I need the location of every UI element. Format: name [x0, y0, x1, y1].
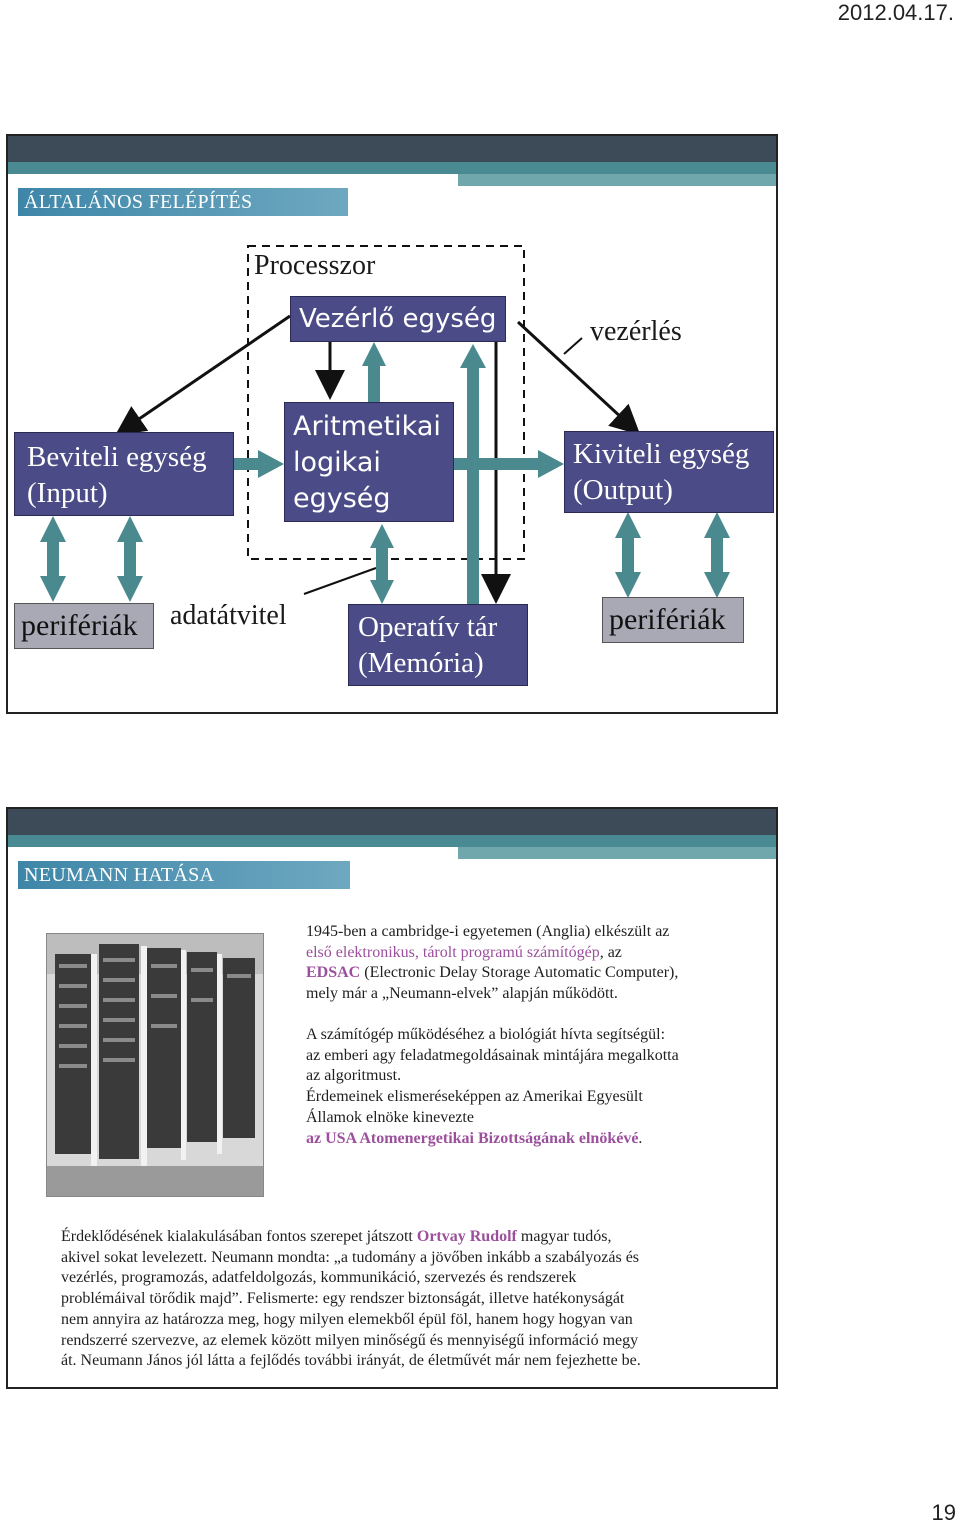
p1-line-4: mely már a „Neumann-elvek” alapján működ…	[306, 985, 618, 1003]
p1-line-3-rest: (Electronic Delay Storage Automatic Comp…	[360, 964, 679, 982]
atomic-commission-highlight: az USA Atomenergetikai Bizottságának eln…	[306, 1129, 639, 1147]
memory-line-2: (Memória)	[358, 647, 484, 679]
p1-line-2: első elektronikus, tárolt programú számí…	[306, 943, 766, 964]
output-unit-box: Kiviteli egység (Output)	[564, 431, 774, 513]
processor-label: Processzor	[254, 250, 376, 281]
input-unit-line-2: (Input)	[27, 477, 108, 509]
architecture-diagram-connectors	[40, 245, 730, 604]
control-label: vezérlés	[590, 316, 682, 347]
p3-line-2: akivel sokat levelezett. Neumann mondta:…	[61, 1248, 640, 1266]
ortvay-paragraph: Érdeklődésének kialakulásában fontos sze…	[61, 1227, 771, 1372]
control-arrow-to-output	[516, 320, 641, 436]
p3-line-1-a: Érdeklődésének kialakulásában fontos sze…	[61, 1228, 417, 1245]
peripherals-left-box: perifériák	[14, 603, 154, 649]
header-date: 2012.04.17.	[837, 0, 954, 25]
alu-line-2: logikai	[293, 447, 381, 478]
control-unit-box: Vezérlő egység	[290, 296, 506, 342]
p3-line-1-b: magyar tudós,	[516, 1228, 612, 1245]
slide-header-accent	[8, 162, 776, 174]
memory-box: Operatív tár (Memória)	[348, 604, 528, 686]
algorithm-paragraph: A számítógép működéséhez a biológiát hív…	[306, 1025, 766, 1149]
alu-box: Aritmetikai logikai egység	[284, 402, 454, 522]
slide-header-bar	[8, 809, 776, 835]
slide-header-accent-2	[458, 847, 776, 859]
slide-header-bar	[8, 136, 776, 162]
data-transfer-label-pointer	[303, 567, 377, 595]
p2-line-4: Érdemeinek elismeréseképpen az Amerikai …	[306, 1088, 643, 1106]
edsac-paragraph: 1945-ben a cambridge-i egyetemen (Anglia…	[306, 922, 766, 1005]
slide-general-structure: ÁLTALÁNOS FELÉPÍTÉS	[6, 134, 778, 714]
p3-line-3: vezérlés, programozás, adatfeldolgozás, …	[61, 1269, 577, 1287]
data-transfer-label: adatátvitel	[170, 600, 287, 631]
p1-line-2-rest: , az	[599, 943, 622, 961]
alu-line-1: Aritmetikai	[293, 411, 441, 442]
output-unit-line-1: Kiviteli egység	[573, 438, 750, 470]
p3-line-4: problémáival törődik majd”. Felismerte: …	[61, 1290, 625, 1308]
p3-line-5: nem annyira az határozza meg, hogy milye…	[61, 1310, 633, 1328]
output-unit-line-2: (Output)	[573, 474, 673, 506]
p2-line-3: az algoritmust.	[306, 1067, 402, 1085]
peripherals-right-box: perifériák	[602, 597, 744, 643]
p2-line-5: Államok elnöke kinevezte	[306, 1108, 474, 1126]
p2-line-6: az USA Atomenergetikai Bizottságának eln…	[306, 1129, 766, 1150]
p2-line-1: A számítógép működéséhez a biológiát hív…	[306, 1026, 666, 1043]
p3-line-7: át. Neumann János jól látta a fejlődés t…	[61, 1352, 641, 1370]
p1-line-3: EDSAC (Electronic Delay Storage Automati…	[306, 963, 766, 984]
slide-title: NEUMANN HATÁSA	[18, 861, 350, 889]
slide-header-accent	[8, 835, 776, 847]
p2-line-6-rest: .	[638, 1129, 643, 1147]
alu-line-3: egység	[293, 483, 391, 514]
edsac-photo-drawing	[47, 934, 263, 1196]
ortvay-highlight: Ortvay Rudolf	[416, 1228, 517, 1245]
control-arrow-to-input	[115, 314, 291, 436]
slide-neumann-impact: NEUMANN HATÁSA	[6, 807, 778, 1389]
control-label-pointer	[563, 337, 583, 355]
memory-line-1: Operatív tár	[358, 611, 498, 643]
p1-line-1: 1945-ben a cambridge-i egyetemen (Anglia…	[306, 923, 670, 940]
page-number: 19	[931, 1500, 956, 1525]
control-unit-label: Vezérlő egység	[299, 304, 497, 334]
p3-line-6: rendszerré szervezve, az elemek között m…	[61, 1331, 639, 1349]
slide-title: ÁLTALÁNOS FELÉPÍTÉS	[18, 188, 348, 216]
input-unit-box: Beviteli egység (Input)	[14, 432, 234, 516]
first-computer-highlight: első elektronikus, tárolt programú számí…	[306, 943, 600, 961]
edsac-photo	[46, 933, 264, 1197]
p2-line-2: az emberi agy feladatmegoldásainak mintá…	[306, 1046, 679, 1064]
input-unit-line-1: Beviteli egység	[27, 441, 207, 473]
slide-header-accent-2	[458, 174, 776, 186]
edsac-highlight: EDSAC	[306, 964, 361, 982]
p3-line-1: Érdeklődésének kialakulásában fontos sze…	[61, 1227, 771, 1248]
